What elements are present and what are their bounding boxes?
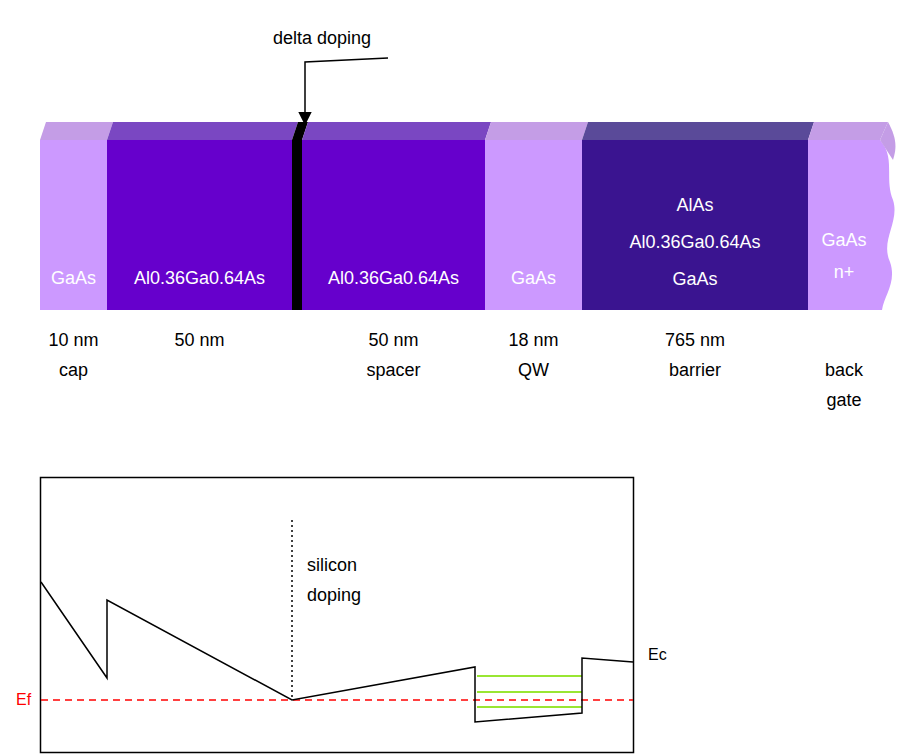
band-edge-label: Ec bbox=[648, 643, 678, 667]
thickness-label: 50 nm bbox=[164, 325, 236, 355]
material-label: GaAs bbox=[43, 263, 105, 293]
material-label: GaAs bbox=[488, 263, 580, 293]
layer-front-faces bbox=[40, 122, 895, 310]
thickness-label: 50 nm spacer bbox=[358, 325, 430, 385]
material-label: AlAs Al0.36Ga0.64As GaAs bbox=[610, 187, 780, 298]
layer-slab: GaAs10 nm cap bbox=[40, 140, 107, 310]
subband-levels bbox=[477, 676, 582, 707]
material-label: GaAs n+ bbox=[817, 224, 871, 288]
thickness-label: 765 nm barrier bbox=[659, 325, 731, 385]
material-label: Al0.36Ga0.64As bbox=[305, 263, 483, 293]
fermi-level-label: Ef bbox=[16, 690, 40, 710]
layer-slab: GaAs n+back gate bbox=[808, 140, 880, 310]
band-frame bbox=[41, 478, 634, 753]
doping-line bbox=[291, 520, 293, 700]
layer-slab: Al0.36Ga0.64As50 nm bbox=[107, 140, 292, 310]
layer-slab: GaAs18 nm QW bbox=[485, 140, 582, 310]
leader-arrow bbox=[305, 58, 388, 124]
layer-slab: Al0.36Ga0.64As50 nm spacer bbox=[302, 140, 485, 310]
fermi-level bbox=[41, 699, 633, 701]
callout-label: silicon doping bbox=[307, 550, 377, 610]
material-label: Al0.36Ga0.64As bbox=[110, 263, 290, 293]
layer-slab: AlAs Al0.36Ga0.64As GaAs765 nm barrier bbox=[582, 140, 808, 310]
thickness-label: back gate bbox=[808, 355, 880, 415]
layer-top-faces bbox=[40, 122, 888, 140]
thickness-label: 10 nm cap bbox=[38, 325, 110, 385]
thickness-label: 18 nm QW bbox=[498, 325, 570, 385]
callout-label: delta doping bbox=[262, 24, 382, 52]
